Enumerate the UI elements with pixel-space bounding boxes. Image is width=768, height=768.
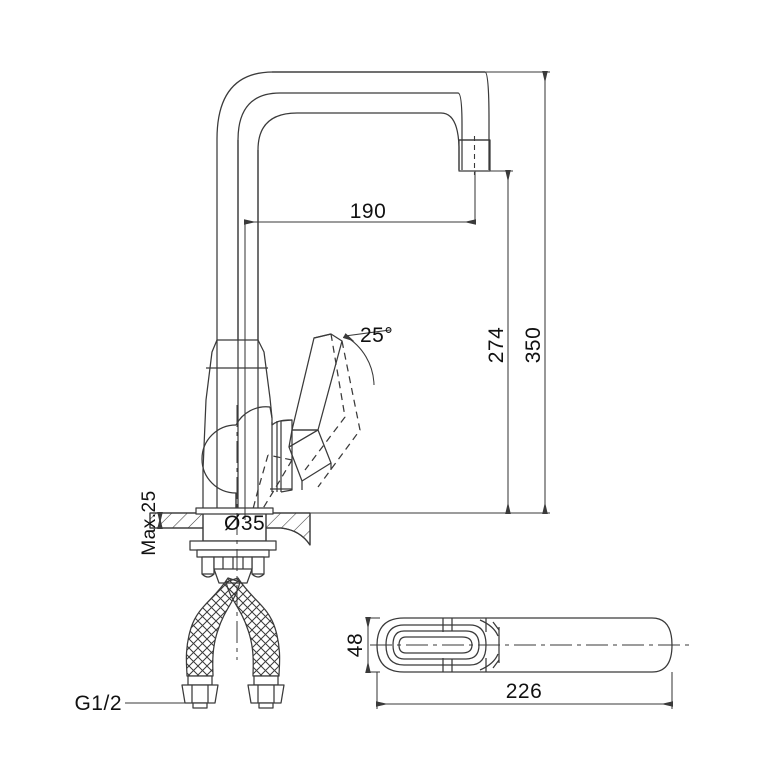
dimension-label-inlet-thread: G1/2 <box>74 692 122 715</box>
dimension-label-48: 48 <box>344 633 367 657</box>
spout-arch-inner <box>237 92 463 513</box>
spout-arch-right-outer <box>484 71 490 170</box>
hose-nut-left <box>181 675 219 709</box>
dimension-190 <box>244 171 476 520</box>
column-seam-lines <box>237 140 259 340</box>
handle-alternate-position <box>252 333 361 511</box>
hose-nut-right <box>247 675 285 709</box>
dimension-angle-25 <box>342 329 391 386</box>
dimension-350 <box>310 71 550 514</box>
dimension-label-hole-diameter: Ø35 <box>224 512 265 535</box>
cartridge-sphere-housing <box>201 406 292 513</box>
dimension-label-350: 350 <box>522 327 545 364</box>
dimension-label-max-deck-thickness: Max.25 <box>139 490 160 555</box>
dimension-label-angle-25: 25° <box>360 324 393 347</box>
mounting-shank <box>195 507 274 542</box>
dimension-274 <box>489 170 513 514</box>
dimension-226 <box>376 672 673 709</box>
spout-arch-outer <box>216 71 485 513</box>
dimension-label-226: 226 <box>506 680 543 703</box>
fixing-assembly <box>189 540 277 584</box>
dimension-label-190: 190 <box>350 200 387 223</box>
spout-tube-inner-radius <box>257 112 460 512</box>
dimension-label-274: 274 <box>485 327 508 364</box>
handle-lever <box>288 333 343 490</box>
flexible-hose-right <box>225 577 281 677</box>
plan-view-body <box>376 617 673 673</box>
dimension-48 <box>365 617 380 673</box>
faucet-body-column <box>202 339 273 513</box>
